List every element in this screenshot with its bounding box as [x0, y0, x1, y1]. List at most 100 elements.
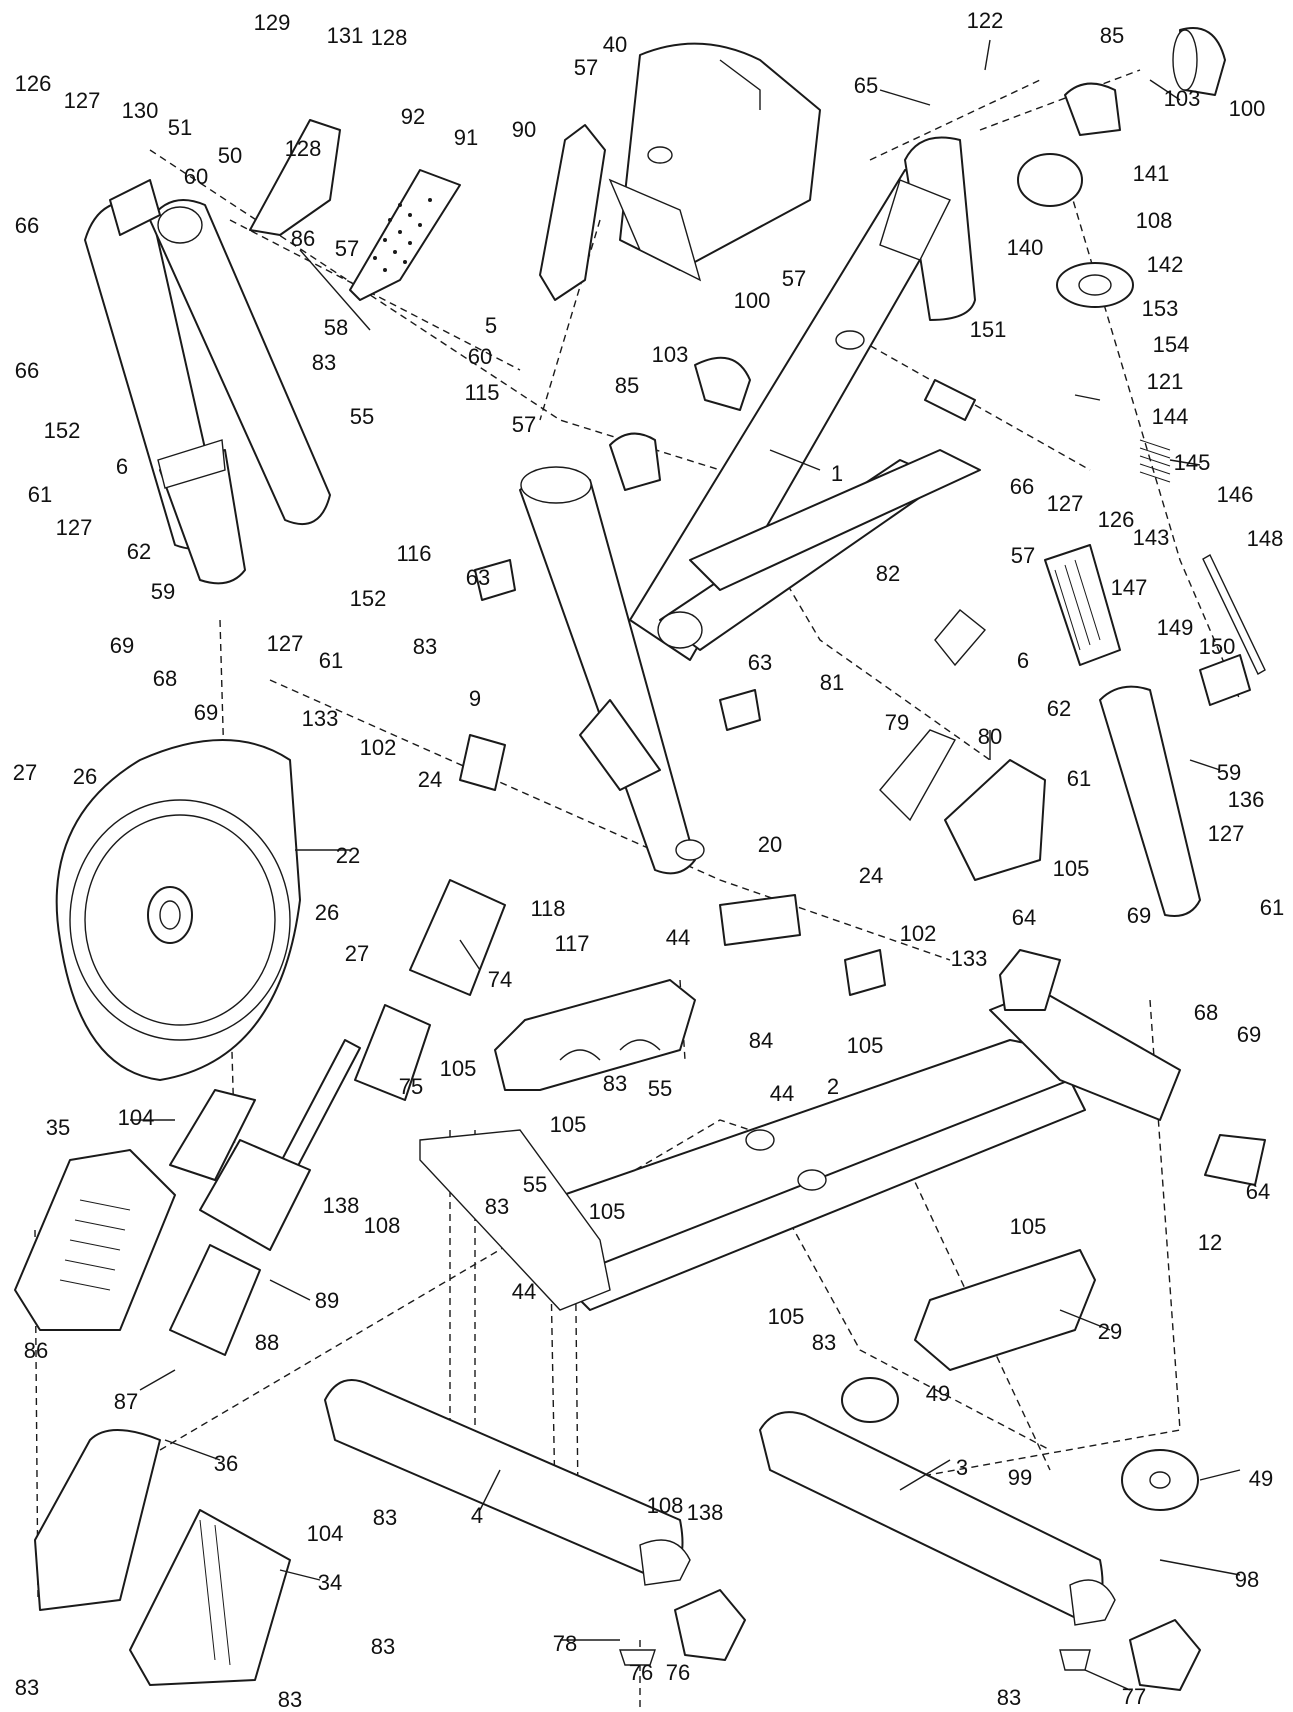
flywheel-22 [55, 739, 301, 1081]
part-callout-57: 57 [512, 412, 536, 437]
part-callout-153: 153 [1142, 296, 1179, 321]
part-callout-127: 127 [267, 631, 304, 656]
part-callout-6: 6 [116, 454, 128, 479]
part-callout-83: 83 [997, 1685, 1021, 1710]
part-callout-79: 79 [885, 710, 909, 735]
part-callout-133: 133 [302, 706, 339, 731]
part-callout-69: 69 [194, 700, 218, 725]
part-callout-26: 26 [73, 764, 97, 789]
part-callout-59: 59 [151, 579, 175, 604]
part-callout-149: 149 [1157, 615, 1194, 640]
part-callout-104: 104 [118, 1105, 155, 1130]
part-callout-63: 63 [748, 650, 772, 675]
part-callout-64: 64 [1246, 1179, 1270, 1204]
part-callout-152: 152 [44, 418, 81, 443]
part-callout-58: 58 [324, 315, 348, 340]
part-callout-44: 44 [512, 1279, 536, 1304]
part-callout-146: 146 [1217, 482, 1254, 507]
part-callout-83: 83 [603, 1071, 627, 1096]
stabilizer-4 [324, 1379, 691, 1586]
part-callout-4: 4 [471, 1503, 483, 1528]
part-callout-3: 3 [956, 1455, 968, 1480]
part-callout-83: 83 [373, 1505, 397, 1530]
part-callout-49: 49 [1249, 1466, 1273, 1491]
part-callout-80: 80 [978, 724, 1002, 749]
callout-leader-lines [130, 39, 1241, 1691]
cover-34 [129, 1509, 291, 1686]
part-callout-143: 143 [1133, 525, 1170, 550]
handle-90 [539, 124, 606, 301]
part-callout-87: 87 [114, 1389, 138, 1414]
part-callout-108: 108 [364, 1213, 401, 1238]
part-callout-108: 108 [1136, 208, 1173, 233]
part-callout-64: 64 [1012, 905, 1036, 930]
part-callout-60: 60 [468, 344, 492, 369]
part-callout-69: 69 [110, 633, 134, 658]
part-callout-76: 76 [666, 1660, 690, 1685]
part-callout-98: 98 [1235, 1567, 1259, 1592]
part-callout-29: 29 [1098, 1319, 1122, 1344]
part-callout-66: 66 [15, 213, 39, 238]
part-callout-55: 55 [523, 1172, 547, 1197]
part-callout-122: 122 [967, 8, 1004, 33]
part-callout-20: 20 [758, 832, 782, 857]
caps-64 [999, 949, 1266, 1186]
part-callout-138: 138 [687, 1500, 724, 1525]
part-callout-36: 36 [214, 1451, 238, 1476]
part-callout-59: 59 [1217, 760, 1241, 785]
part-callout-22: 22 [336, 843, 360, 868]
part-callout-82: 82 [876, 561, 900, 586]
part-callout-55: 55 [350, 404, 374, 429]
part-callout-99: 99 [1008, 1465, 1032, 1490]
part-callout-83: 83 [371, 1634, 395, 1659]
part-callout-129: 129 [254, 10, 291, 35]
part-callout-26: 26 [315, 900, 339, 925]
part-callout-127: 127 [1047, 491, 1084, 516]
part-callout-83: 83 [15, 1675, 39, 1700]
middle-parts [354, 356, 886, 1101]
wheels-49 [841, 1377, 1199, 1511]
part-callout-130: 130 [122, 98, 159, 123]
part-callout-100: 100 [1229, 96, 1266, 121]
part-callout-128: 128 [371, 25, 408, 50]
part-callout-77: 77 [1122, 1684, 1146, 1709]
part-callout-148: 148 [1247, 526, 1284, 551]
part-callout-116: 116 [396, 541, 431, 566]
part-callout-49: 49 [926, 1381, 950, 1406]
part-callout-65: 65 [854, 73, 878, 98]
part-callout-131: 131 [327, 23, 364, 48]
part-callout-35: 35 [46, 1115, 70, 1140]
part-callout-86: 86 [291, 226, 315, 251]
part-callout-144: 144 [1152, 404, 1189, 429]
part-callout-6: 6 [1017, 648, 1029, 673]
bracket-91-92 [249, 119, 461, 301]
part-callout-57: 57 [1011, 543, 1035, 568]
part-callout-83: 83 [485, 1194, 509, 1219]
part-callout-147: 147 [1111, 575, 1148, 600]
part-callout-2: 2 [827, 1074, 839, 1099]
part-callout-61: 61 [1067, 766, 1091, 791]
part-callout-126: 126 [15, 71, 52, 96]
part-callout-50: 50 [218, 143, 242, 168]
part-callout-142: 142 [1147, 252, 1184, 277]
part-callout-66: 66 [1010, 474, 1034, 499]
part-callout-105: 105 [589, 1199, 626, 1224]
part-callout-78: 78 [553, 1631, 577, 1656]
part-callout-76: 76 [629, 1660, 653, 1685]
part-callout-34: 34 [318, 1570, 342, 1595]
part-callout-141: 141 [1133, 161, 1170, 186]
part-callout-81: 81 [820, 670, 844, 695]
part-callout-1: 1 [831, 461, 843, 486]
drive-assembly-89 [169, 1039, 361, 1356]
stabilizer-3 [759, 1411, 1116, 1626]
part-callout-57: 57 [782, 266, 806, 291]
part-callout-44: 44 [666, 925, 690, 950]
part-callout-118: 118 [530, 896, 565, 921]
part-callout-105: 105 [847, 1033, 884, 1058]
part-callout-62: 62 [127, 539, 151, 564]
part-callout-127: 127 [56, 515, 93, 540]
part-callout-85: 85 [615, 373, 639, 398]
callout-numbers: 1261276666152661127625969686912761152129… [13, 8, 1284, 1712]
part-callout-40: 40 [603, 32, 627, 57]
part-callout-108: 108 [647, 1493, 684, 1518]
